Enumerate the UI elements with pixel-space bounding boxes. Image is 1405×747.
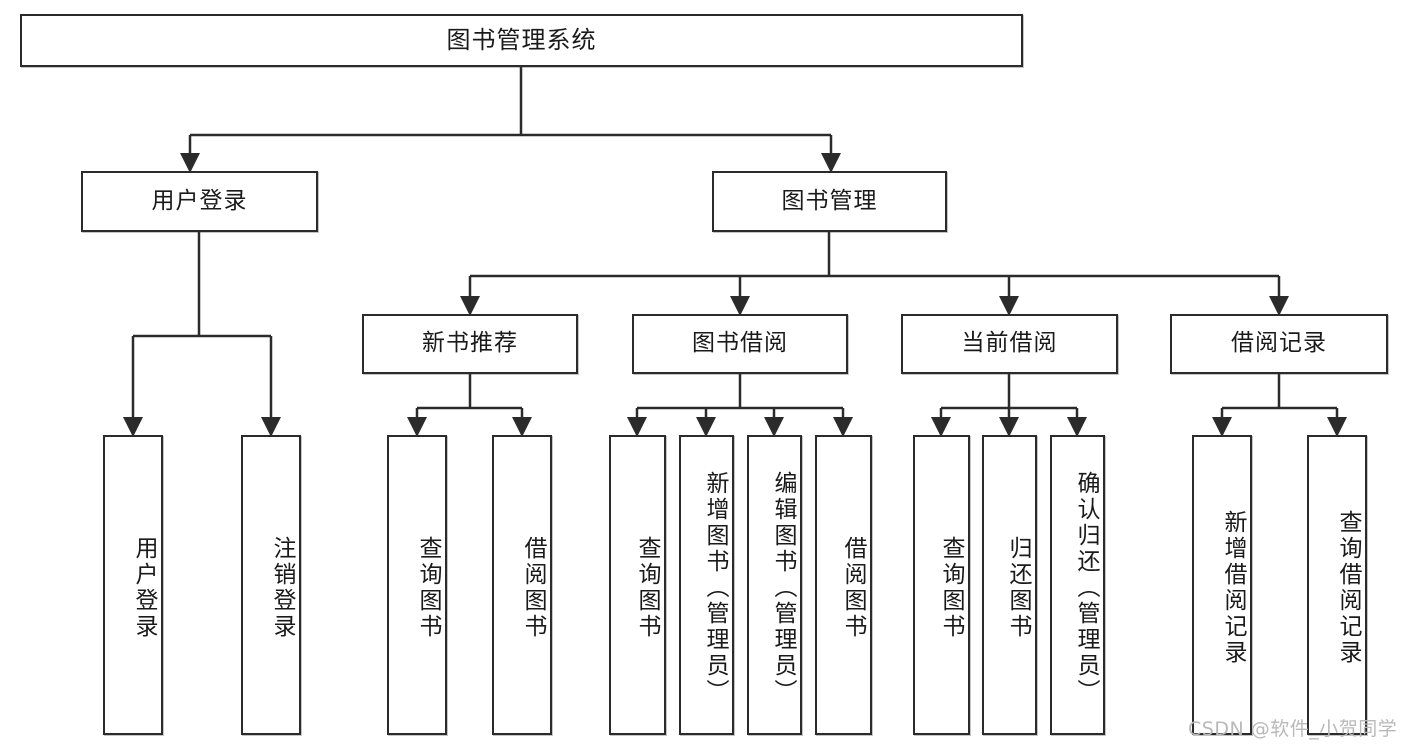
node-book-borrow[interactable]: 图书借阅 <box>632 314 848 374</box>
leaf-query-book-borrow[interactable]: 查询图书 <box>609 435 666 735</box>
leaf-user-login[interactable]: 用户登录 <box>103 435 163 735</box>
node-root-book-management-system[interactable]: 图书管理系统 <box>20 14 1023 67</box>
node-current-borrow[interactable]: 当前借阅 <box>901 314 1118 374</box>
node-user-login[interactable]: 用户登录 <box>81 171 318 232</box>
leaf-user-logout[interactable]: 注销登录 <box>241 435 301 735</box>
node-borrow-record[interactable]: 借阅记录 <box>1170 314 1388 374</box>
leaf-borrow-book[interactable]: 借阅图书 <box>815 435 872 735</box>
leaf-edit-book[interactable]: 编辑图书（管理员） <box>747 435 802 735</box>
csdn-watermark: CSDN @软件_小贺同学 <box>1188 718 1398 740</box>
leaf-query-book-recommend[interactable]: 查询图书 <box>387 435 447 735</box>
leaf-confirm-return[interactable]: 确认归还（管理员） <box>1050 435 1105 735</box>
node-new-book-recommend[interactable]: 新书推荐 <box>362 314 578 374</box>
leaf-borrow-book-recommend[interactable]: 借阅图书 <box>492 435 552 735</box>
leaf-return-book[interactable]: 归还图书 <box>982 435 1037 735</box>
leaf-query-borrow-record[interactable]: 查询借阅记录 <box>1307 435 1367 735</box>
node-book-management[interactable]: 图书管理 <box>712 171 947 232</box>
leaf-query-book-current[interactable]: 查询图书 <box>913 435 970 735</box>
leaf-add-borrow-record[interactable]: 新增借阅记录 <box>1192 435 1252 735</box>
leaf-add-book[interactable]: 新增图书（管理员） <box>679 435 734 735</box>
